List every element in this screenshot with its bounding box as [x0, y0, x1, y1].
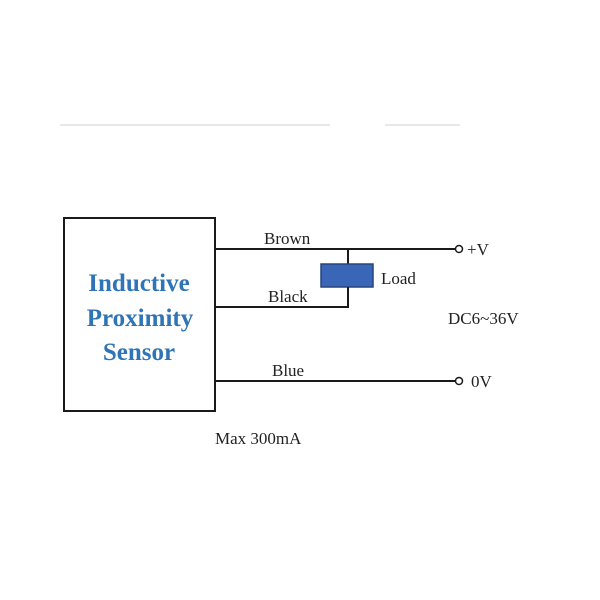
sensor-title-line1: Inductive — [88, 270, 189, 297]
black-wire-label: Black — [268, 287, 308, 306]
sensor-title-line3: Sensor — [103, 339, 175, 366]
zero-volt-terminal-label: 0V — [471, 372, 493, 391]
brown-wire-label: Brown — [264, 229, 311, 248]
load-label: Load — [381, 269, 416, 288]
blue-wire-label: Blue — [272, 361, 304, 380]
sensor-title-line2: Proximity — [87, 305, 194, 332]
sensor-box — [63, 217, 216, 412]
supply-voltage: DC6~36V — [448, 309, 519, 328]
max-current-rating: Max 300mA — [215, 429, 302, 448]
positive-terminal — [454, 244, 464, 254]
positive-terminal-label: +V — [467, 240, 490, 259]
zero-volt-terminal — [454, 376, 464, 386]
load-coil — [320, 263, 374, 288]
